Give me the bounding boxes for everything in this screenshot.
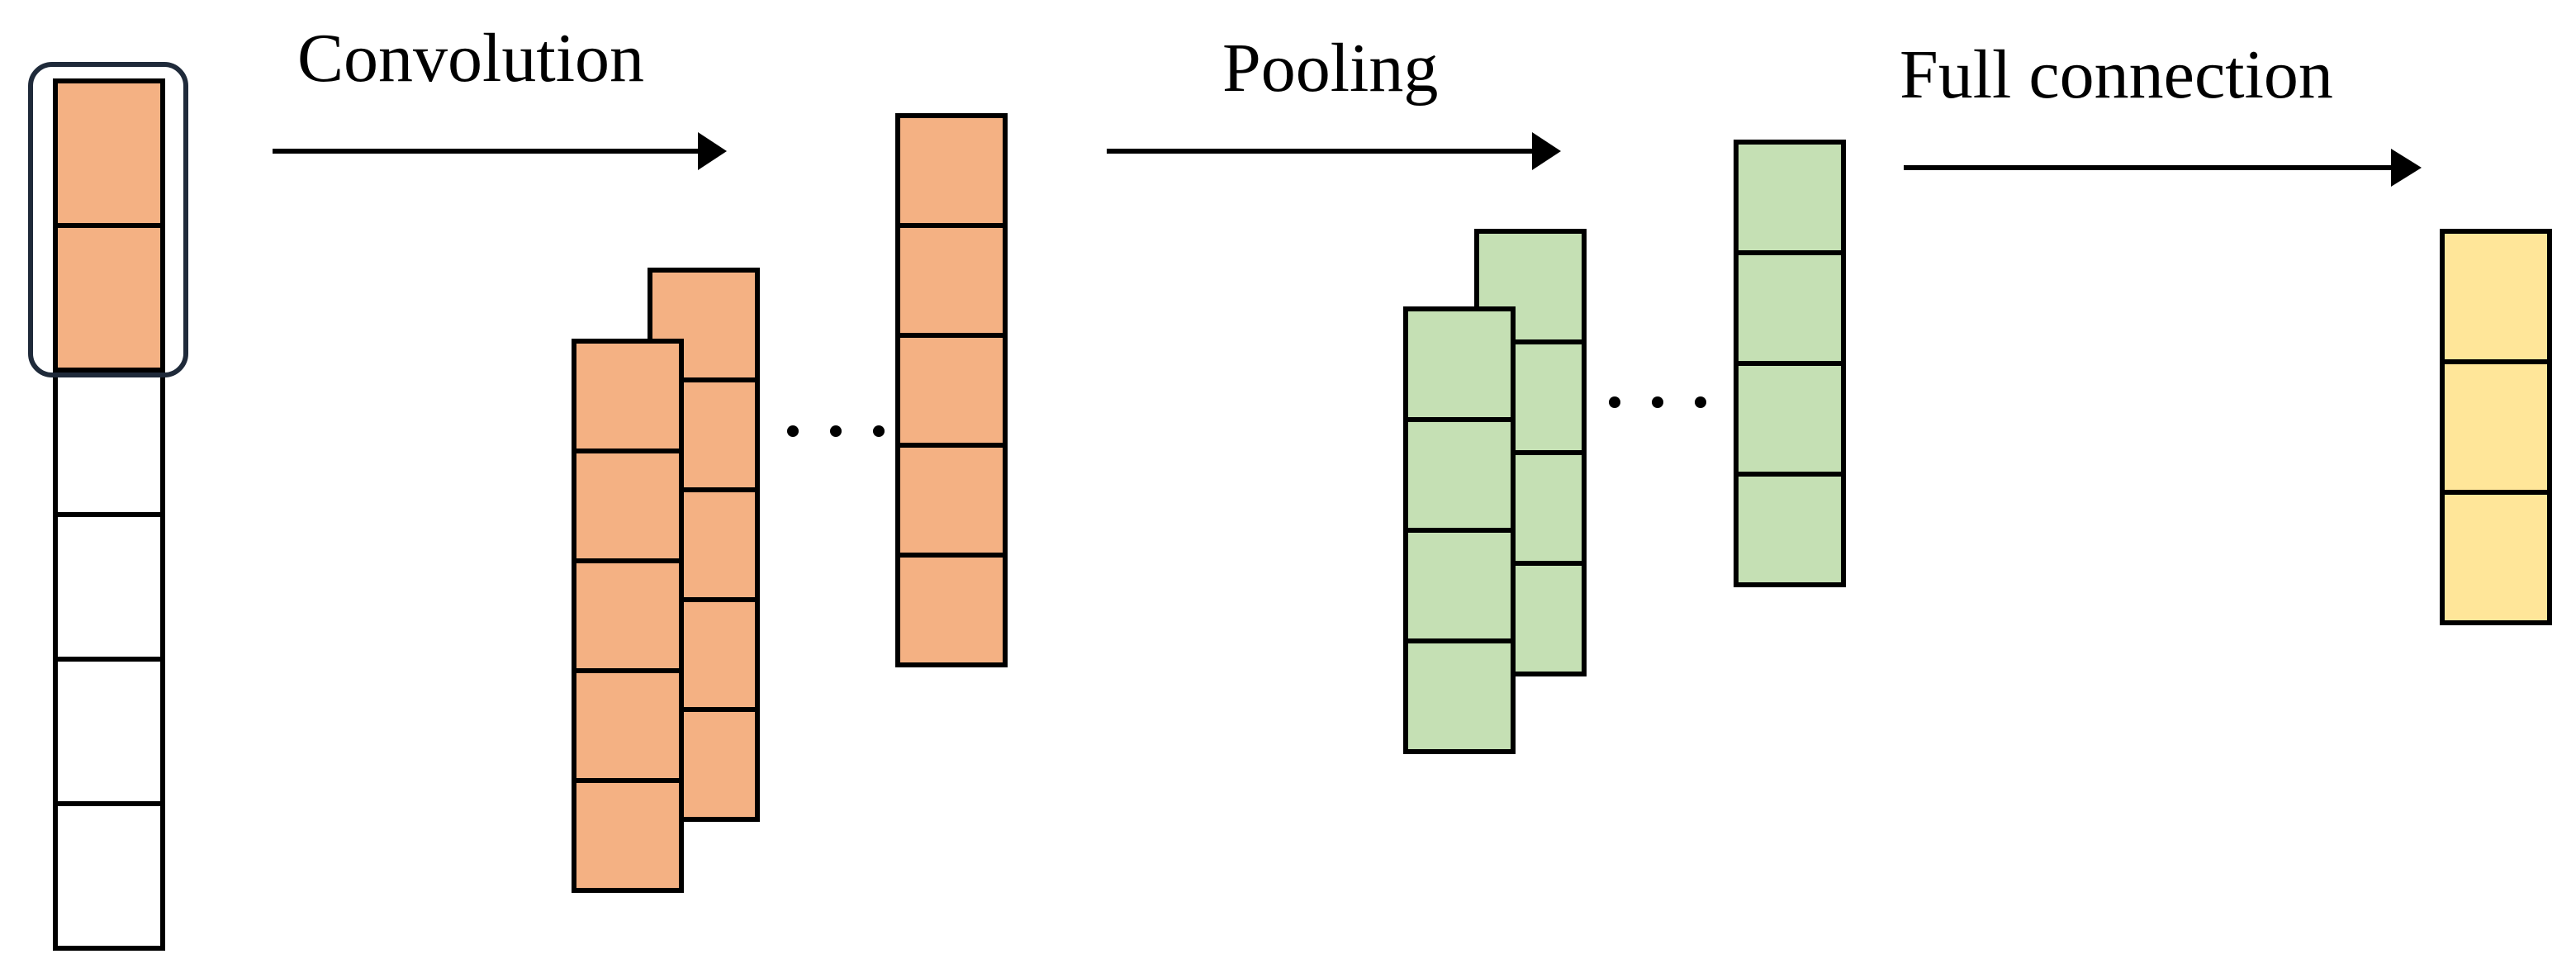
pooling-label: Pooling (1222, 30, 1438, 107)
output-cell (2440, 490, 2552, 625)
pool-feature-map-last (1734, 140, 1846, 587)
input-cell (53, 801, 165, 951)
conv-cell (572, 558, 684, 673)
pooling-arrow (1107, 132, 1561, 170)
pool-cell (1734, 472, 1846, 587)
full-connection-label: Full connection (1900, 36, 2333, 113)
output-layer (2440, 229, 2552, 625)
pool-ellipsis (1609, 396, 1706, 408)
pool-cell (1734, 140, 1846, 255)
convolution-label: Convolution (297, 20, 644, 97)
conv-ellipsis (787, 425, 885, 437)
output-cell (2440, 229, 2552, 364)
full-connection-arrow (1904, 149, 2422, 187)
input-cell (53, 368, 165, 517)
pool-cell (1403, 638, 1516, 754)
input-sequence (53, 78, 165, 951)
conv-cell (572, 668, 684, 783)
pool-cell (1403, 528, 1516, 643)
conv-feature-map-last (895, 113, 1008, 667)
input-cell (53, 223, 165, 373)
pool-cell (1403, 306, 1516, 422)
convolution-arrow (273, 132, 727, 170)
conv-cell (572, 339, 684, 453)
pool-cell (1734, 250, 1846, 366)
conv-cell (895, 553, 1008, 667)
conv-feature-map-front (572, 339, 684, 893)
conv-cell (895, 333, 1008, 448)
input-cell (53, 78, 165, 228)
input-window-highlight (28, 62, 188, 377)
pool-cell (1403, 417, 1516, 533)
conv-cell (572, 449, 684, 563)
conv-cell (895, 223, 1008, 338)
input-cell (53, 657, 165, 806)
pool-feature-map-front (1403, 306, 1516, 754)
input-cell (53, 512, 165, 662)
conv-cell (572, 778, 684, 893)
conv-cell (895, 113, 1008, 228)
pool-cell (1734, 361, 1846, 477)
conv-cell (895, 443, 1008, 558)
output-cell (2440, 359, 2552, 495)
